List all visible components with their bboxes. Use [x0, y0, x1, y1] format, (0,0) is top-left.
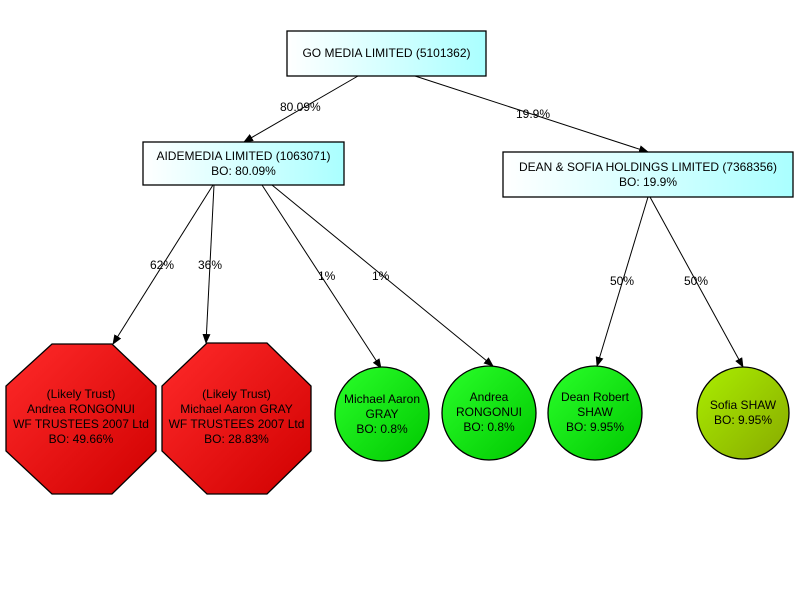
- node-michael-gray: Michael Aaron GRAY BO: 0.8%: [334, 366, 430, 462]
- edge-aidemedia-to-michael-gray: [261, 184, 382, 369]
- node-gray-trust: (Likely Trust) Michael Aaron GRAY WF TRU…: [161, 342, 312, 495]
- node-gray-trust-line-4: BO: 28.83%: [204, 432, 269, 446]
- edges: [112, 75, 744, 369]
- node-sofia-shaw-line-2: BO: 9.95%: [714, 413, 772, 427]
- edge-aidemedia-to-andrea-rongonui: [271, 184, 494, 367]
- node-sofia-shaw-line-1: Sofia SHAW: [710, 398, 777, 412]
- node-rongonui-trust-line-2: Andrea RONGONUI: [27, 402, 135, 416]
- edge-label-aidemedia-to-gray-trust: 36%: [198, 258, 222, 272]
- node-michael-gray-line-1: Michael Aaron: [344, 392, 420, 406]
- node-dean-sofia-holdings-line-2: BO: 19.9%: [619, 175, 677, 189]
- edge-aidemedia-to-rongonui-trust: [112, 184, 214, 345]
- node-dean-shaw: Dean Robert SHAW BO: 9.95%: [547, 365, 643, 461]
- edge-labels: 80.09% 19.9% 62% 36% 1% 1% 50% 50%: [150, 100, 708, 288]
- node-dean-shaw-line-3: BO: 9.95%: [566, 420, 624, 434]
- edge-dean-sofia-to-sofia-shaw: [649, 196, 744, 368]
- edge-label-aidemedia-to-michael-gray: 1%: [318, 269, 336, 283]
- node-gray-trust-line-3: WF TRUSTEES 2007 Ltd: [169, 417, 305, 431]
- node-aidemedia-line-1: AIDEMEDIA LIMITED (1063071): [156, 149, 330, 163]
- node-dean-sofia-holdings: DEAN & SOFIA HOLDINGS LIMITED (7368356) …: [502, 151, 794, 198]
- node-gray-trust-line-1: (Likely Trust): [202, 387, 271, 401]
- node-andrea-rongonui-line-3: BO: 0.8%: [463, 420, 515, 434]
- edge-dean-sofia-to-dean-shaw: [595, 196, 649, 367]
- node-andrea-rongonui: Andrea RONGONUI BO: 0.8%: [441, 365, 537, 461]
- edge-label-go-to-aidemedia: 80.09%: [280, 100, 321, 114]
- node-michael-gray-line-3: BO: 0.8%: [356, 422, 408, 436]
- node-gray-trust-line-2: Michael Aaron GRAY: [180, 402, 293, 416]
- node-andrea-rongonui-line-2: RONGONUI: [456, 405, 522, 419]
- edge-aidemedia-to-gray-trust: [202, 184, 215, 344]
- edge-go-to-aidemedia: [243, 75, 359, 143]
- node-rongonui-trust-line-4: BO: 49.66%: [49, 432, 114, 446]
- edge-label-go-to-dean-sofia: 19.9%: [516, 107, 550, 121]
- edge-label-aidemedia-to-rongonui-trust: 62%: [150, 258, 174, 272]
- node-michael-gray-line-2: GRAY: [365, 407, 398, 421]
- edge-label-dean-sofia-to-dean-shaw: 50%: [610, 274, 634, 288]
- node-rongonui-trust-line-1: (Likely Trust): [47, 387, 116, 401]
- node-go-media-line-1: GO MEDIA LIMITED (5101362): [302, 46, 470, 60]
- node-dean-sofia-holdings-line-1: DEAN & SOFIA HOLDINGS LIMITED (7368356): [519, 160, 777, 174]
- node-aidemedia-line-2: BO: 80.09%: [211, 164, 276, 178]
- node-dean-shaw-line-2: SHAW: [577, 405, 613, 419]
- node-sofia-shaw: Sofia SHAW BO: 9.95%: [696, 366, 790, 460]
- edge-label-aidemedia-to-andrea-rongonui: 1%: [372, 269, 390, 283]
- node-andrea-rongonui-line-1: Andrea: [470, 390, 509, 404]
- node-go-media: GO MEDIA LIMITED (5101362): [286, 30, 487, 77]
- node-aidemedia: AIDEMEDIA LIMITED (1063071) BO: 80.09%: [142, 141, 345, 186]
- node-dean-shaw-line-1: Dean Robert: [561, 390, 630, 404]
- edge-go-to-dean-sofia: [414, 75, 649, 154]
- edge-label-dean-sofia-to-sofia-shaw: 50%: [684, 274, 708, 288]
- node-rongonui-trust-line-3: WF TRUSTEES 2007 Ltd: [13, 417, 149, 431]
- node-rongonui-trust: (Likely Trust) Andrea RONGONUI WF TRUSTE…: [5, 343, 157, 495]
